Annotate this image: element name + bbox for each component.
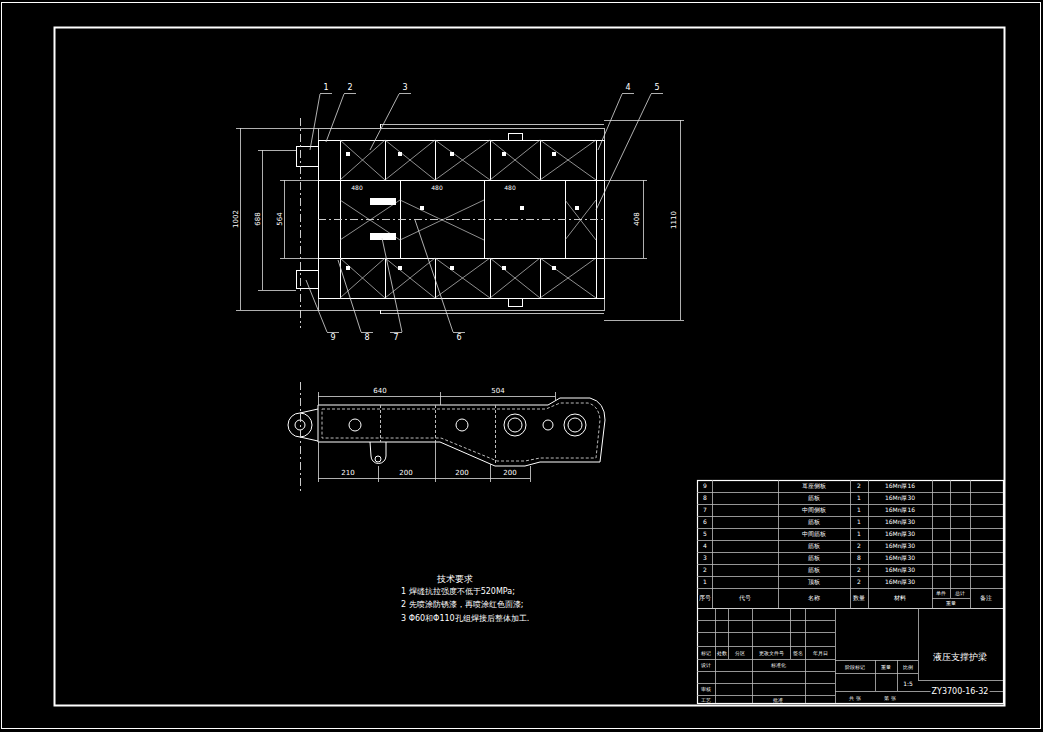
dimension-text: 504 [490, 388, 505, 395]
table-cell: 1 [702, 579, 708, 585]
table-cell: 16Mn厚30 [884, 543, 916, 549]
table-cell: 9 [702, 483, 708, 489]
table-cell: 耳座侧板 [801, 483, 827, 489]
table-cell: 液压支撑护梁 [932, 653, 988, 662]
dimension-text: 200 [502, 470, 517, 477]
table-cell: 4 [702, 543, 708, 549]
table-cell: 筋板 [807, 555, 821, 561]
table-cell: 名称 [807, 595, 821, 601]
table-cell: 16Mn厚30 [884, 567, 916, 573]
callout-number: 5 [653, 84, 660, 92]
side-view [288, 382, 605, 492]
table-cell: 更改文件号 [758, 651, 785, 656]
table-cell: 批准 [772, 698, 784, 703]
dimension-text: 200 [454, 470, 469, 477]
table-cell: 设计 [700, 663, 712, 668]
table-cell: 阶段标记 [844, 665, 866, 670]
callout-number: 7 [392, 334, 399, 342]
table-cell: 备注 [979, 595, 993, 601]
table-cell: 工艺 [700, 698, 712, 703]
table-cell: ZY3700-16-32 [931, 688, 990, 696]
table-cell: 单件 [935, 591, 947, 596]
title-block [697, 480, 1004, 704]
callout-number: 3 [401, 84, 408, 92]
table-cell: 共 张 [848, 696, 862, 701]
dimension-text: 564 [277, 211, 284, 226]
table-cell: 筋板 [807, 567, 821, 573]
table-cell: 数量 [852, 595, 866, 601]
table-cell: 比例 [902, 665, 914, 670]
table-cell: 8 [702, 495, 708, 501]
dimension-text: 200 [398, 470, 413, 477]
table-cell: 16Mn厚30 [884, 579, 916, 585]
table-cell: 总计 [954, 591, 966, 596]
table-cell: 1 [856, 519, 862, 525]
table-cell: 16Mn厚30 [884, 495, 916, 501]
table-cell: 2 [856, 483, 862, 489]
table-cell: 重量 [945, 601, 957, 606]
table-cell: 重量 [880, 665, 892, 670]
table-cell: 筋板 [807, 543, 821, 549]
table-cell: 16Mn厚16 [884, 507, 916, 513]
dimension-text: 640 [372, 388, 387, 395]
table-cell: 中间侧板 [801, 507, 827, 513]
table-cell: 审核 [700, 687, 712, 692]
table-cell: 5 [702, 531, 708, 537]
table-cell: 2 [856, 579, 862, 585]
callout-number: 6 [455, 334, 462, 342]
table-cell: 1 [856, 507, 862, 513]
table-cell: 分区 [734, 651, 746, 656]
callout-number: 2 [346, 84, 353, 92]
table-cell: 筋板 [807, 495, 821, 501]
table-cell: 序号 [698, 595, 712, 601]
table-cell: 1 [856, 531, 862, 537]
dimension-text: 1110 [671, 210, 678, 230]
callout-number: 1 [322, 84, 329, 92]
callout-number: 4 [624, 84, 631, 92]
table-cell: 2 [702, 567, 708, 573]
table-cell: 签名 [792, 651, 804, 656]
top-view [236, 94, 684, 333]
table-cell: 年月日 [812, 651, 829, 656]
dimension-text: 480 [503, 185, 516, 191]
table-cell: 中间筋板 [801, 531, 827, 537]
table-cell: 顶板 [807, 579, 821, 585]
table-cell: 16Mn厚30 [884, 531, 916, 537]
table-cell: 2 [856, 567, 862, 573]
table-cell: 3 [702, 555, 708, 561]
note-text: 技术要求 [436, 575, 474, 584]
table-cell: 8 [856, 555, 862, 561]
dimension-text: 480 [350, 185, 363, 191]
table-cell: 第 张 [883, 696, 897, 701]
callout-number: 9 [329, 334, 336, 342]
table-cell: 2 [856, 543, 862, 549]
table-cell: 16Mn厚30 [884, 519, 916, 525]
table-cell: 标准化 [770, 663, 787, 668]
dimension-text: 480 [430, 185, 443, 191]
dimension-text: 1002 [233, 209, 240, 229]
dimension-text: 210 [340, 470, 355, 477]
table-cell: 处数 [716, 651, 728, 656]
table-cell: 材料 [893, 595, 907, 601]
note-text: 1 焊缝抗拉强度不低于520MPa; [400, 588, 516, 596]
table-cell: 16Mn厚16 [884, 483, 916, 489]
table-cell: 标记 [700, 651, 712, 656]
dimension-text: 408 [634, 211, 641, 226]
table-cell: 代号 [738, 595, 752, 601]
callout-number: 8 [363, 334, 370, 342]
table-cell: 7 [702, 507, 708, 513]
table-cell: 16Mn厚30 [884, 555, 916, 561]
note-text: 2 先喷涂防锈漆，再喷涂红色面漆; [400, 601, 524, 609]
table-cell: 1 [856, 495, 862, 501]
note-text: 3 Φ60和Φ110孔组焊接后整体加工. [400, 615, 530, 623]
table-cell: 1:5 [902, 681, 914, 687]
dimension-text: 688 [255, 211, 262, 226]
table-cell: 筋板 [807, 519, 821, 525]
table-cell: 6 [702, 519, 708, 525]
